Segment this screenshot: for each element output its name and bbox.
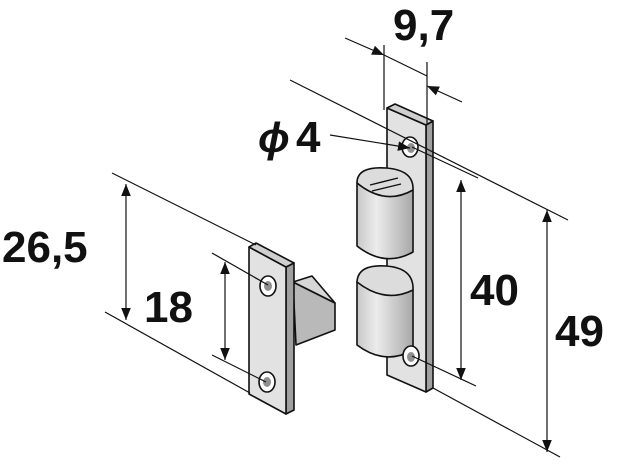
dimension-lines [104,37,569,458]
ext-line [111,172,257,246]
ext-line [411,146,479,179]
label-18: 18 [144,283,193,332]
ext-line [411,355,477,387]
label-diameter-4: 4 [296,113,321,162]
label-9-7: 9,7 [393,1,454,50]
ext-line [104,311,251,394]
ext-line [211,252,269,286]
ext-line [289,79,569,221]
strike-plate [248,242,336,415]
ext-line [432,387,561,458]
leader-diameter-4 [329,134,411,151]
label-40: 40 [470,266,519,315]
ball-catch [356,103,434,393]
label-26-5: 26,5 [2,223,88,272]
label-49: 49 [555,307,604,356]
upper-roller [356,182,414,260]
diameter-symbol: ϕ [258,114,290,161]
dim-line-9-7 [344,37,385,56]
